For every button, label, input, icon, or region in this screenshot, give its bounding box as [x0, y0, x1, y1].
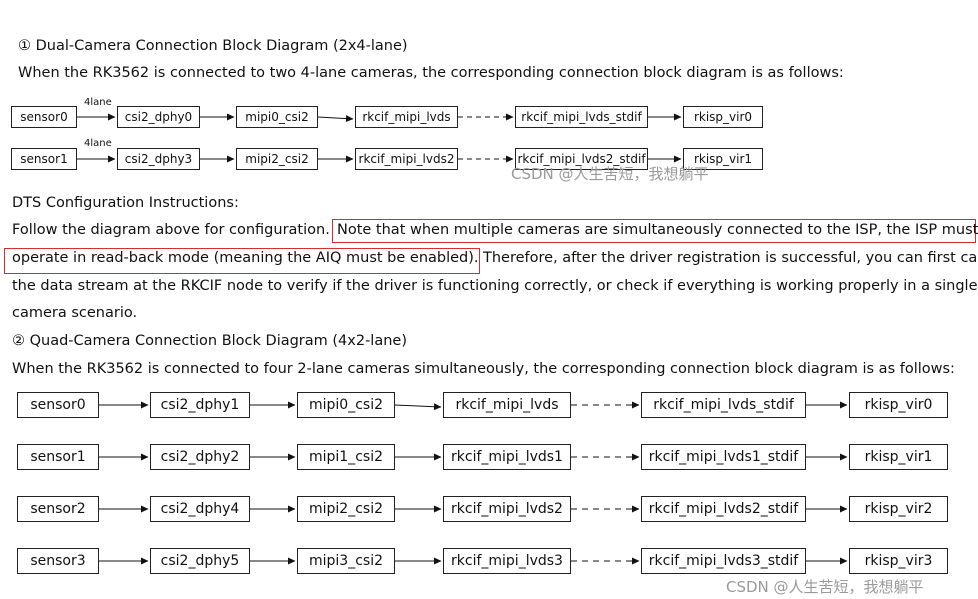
diagram-node: rkcif_mipi_lvds — [443, 392, 571, 418]
dts-line2-post: Therefore, after the driver registration… — [483, 250, 978, 266]
diagram-node: sensor1 — [11, 148, 77, 170]
diagram-node: sensor2 — [17, 496, 99, 522]
diagram-node: rkisp_vir3 — [849, 548, 948, 574]
diagram-node: csi2_dphy1 — [150, 392, 250, 418]
diagram-node: rkcif_mipi_lvds_stdif — [515, 106, 648, 128]
section2-title: ② Quad-Camera Connection Block Diagram (… — [12, 333, 407, 349]
diagram-node: rkisp_vir2 — [849, 496, 948, 522]
section2-intro: When the RK3562 is connected to four 2-l… — [12, 361, 955, 377]
diagram-node: sensor3 — [17, 548, 99, 574]
dts-line4: camera scenario. — [12, 305, 138, 321]
diagram-node: rkisp_vir1 — [683, 148, 763, 170]
watermark-middle: CSDN @人生苦短，我想躺平 — [511, 165, 709, 183]
lane-label: 4lane — [84, 97, 112, 108]
dts-line1-highlight: Note that when multiple cameras are simu… — [337, 222, 978, 238]
lane-label: 4lane — [84, 138, 112, 149]
dts-line3: the data stream at the RKCIF node to ver… — [12, 278, 978, 294]
diagram-node: rkcif_mipi_lvds3_stdif — [641, 548, 806, 574]
diagram-node: sensor1 — [17, 444, 99, 470]
arrow-group-quad-row0 — [99, 401, 848, 411]
diagram-node: mipi0_csi2 — [297, 392, 395, 418]
highlight-box — [332, 219, 976, 243]
section1-intro: When the RK3562 is connected to two 4-la… — [18, 65, 844, 81]
diagram-node: rkcif_mipi_lvds1 — [443, 444, 571, 470]
dts-title: DTS Configuration Instructions: — [12, 195, 239, 211]
diagram-node: mipi0_csi2 — [236, 106, 318, 128]
diagram-node: rkcif_mipi_lvds_stdif — [641, 392, 806, 418]
diagram-node: rkcif_mipi_lvds2_stdif — [515, 148, 648, 170]
highlight-box — [4, 248, 480, 274]
dts-line1-pre: Follow the diagram above for configurati… — [12, 222, 330, 238]
arrow-group-dual-row0 — [77, 113, 682, 123]
diagram-node: rkcif_mipi_lvds — [355, 106, 458, 128]
diagram-node: mipi2_csi2 — [297, 496, 395, 522]
diagram-node: mipi2_csi2 — [236, 148, 318, 170]
diagram-node: rkcif_mipi_lvds3 — [443, 548, 571, 574]
diagram-node: mipi1_csi2 — [297, 444, 395, 470]
dts-line2-highlight: operate in read-back mode (meaning the A… — [12, 250, 479, 266]
diagram-node: csi2_dphy3 — [117, 148, 200, 170]
diagram-node: csi2_dphy2 — [150, 444, 250, 470]
diagram-node: rkcif_mipi_lvds2 — [443, 496, 571, 522]
diagram-node: rkcif_mipi_lvds2_stdif — [641, 496, 806, 522]
section1-title: ① Dual-Camera Connection Block Diagram (… — [18, 38, 408, 54]
arrow — [394, 403, 442, 411]
diagram-node: sensor0 — [17, 392, 99, 418]
diagram-node: rkisp_vir0 — [849, 392, 948, 418]
diagram-node: csi2_dphy5 — [150, 548, 250, 574]
diagram-node: rkisp_vir0 — [683, 106, 763, 128]
diagram-node: csi2_dphy4 — [150, 496, 250, 522]
diagram-node: rkcif_mipi_lvds2 — [355, 148, 458, 170]
arrow — [317, 115, 354, 123]
diagram-node: rkcif_mipi_lvds1_stdif — [641, 444, 806, 470]
diagram-node: sensor0 — [11, 106, 77, 128]
diagram-node: rkisp_vir1 — [849, 444, 948, 470]
watermark-bottom: CSDN @人生苦短，我想躺平 — [726, 578, 924, 596]
diagram-node: mipi3_csi2 — [297, 548, 395, 574]
diagram-node: csi2_dphy0 — [117, 106, 200, 128]
